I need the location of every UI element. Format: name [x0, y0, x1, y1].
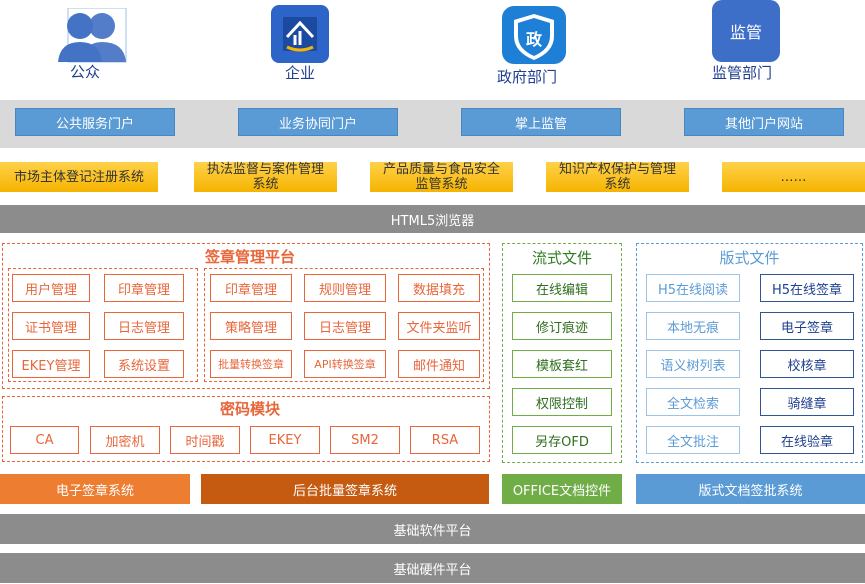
cell-email-notify[interactable]: 邮件通知	[398, 350, 480, 378]
government-shield-icon: 政	[500, 4, 568, 66]
sys-bar-layout-approval[interactable]: 版式文档签批系统	[636, 474, 865, 504]
flow-cell-template-red[interactable]: 模板套红	[512, 350, 612, 378]
layout-cell-local-traceless[interactable]: 本地无痕	[646, 312, 740, 340]
flow-cell-permission[interactable]: 权限控制	[512, 388, 612, 416]
cell-cert-management[interactable]: 证书管理	[12, 312, 90, 340]
layout-cell-h5-sign[interactable]: H5在线签章	[760, 274, 854, 302]
regulator-badge-text: 监管	[729, 23, 762, 42]
sys-bar-e-signature[interactable]: 电子签章系统	[0, 474, 190, 504]
crypto-cell-encryptor[interactable]: 加密机	[90, 426, 160, 454]
crypto-cell-sm2[interactable]: SM2	[330, 426, 400, 454]
cell-log-management-2[interactable]: 日志管理	[304, 312, 386, 340]
biz-system-more[interactable]: ……	[722, 162, 865, 192]
layout-cell-fulltext-search[interactable]: 全文检索	[646, 388, 740, 416]
sys-bar-batch-signature[interactable]: 后台批量签章系统	[201, 474, 489, 504]
cell-data-fill[interactable]: 数据填充	[398, 274, 480, 302]
cell-seal-management[interactable]: 印章管理	[104, 274, 184, 302]
signature-platform-title: 签章管理平台	[204, 247, 295, 266]
flow-cell-revision-trace[interactable]: 修订痕迹	[512, 312, 612, 340]
cell-rule-management[interactable]: 规则管理	[304, 274, 386, 302]
cell-policy-management[interactable]: 策略管理	[210, 312, 292, 340]
crypto-cell-rsa[interactable]: RSA	[410, 426, 480, 454]
signature-service-group	[204, 268, 484, 382]
base-hardware-bar: 基础硬件平台	[0, 553, 865, 583]
layout-cell-perforation-seal[interactable]: 骑缝章	[760, 388, 854, 416]
flow-cell-save-ofd[interactable]: 另存OFD	[512, 426, 612, 454]
layout-cell-e-sign[interactable]: 电子签章	[760, 312, 854, 340]
crypto-cell-ca[interactable]: CA	[10, 426, 79, 454]
biz-system-product-quality[interactable]: 产品质量与食品安全监管系统	[370, 162, 513, 192]
cell-log-management[interactable]: 日志管理	[104, 312, 184, 340]
cell-user-management[interactable]: 用户管理	[12, 274, 90, 302]
role-label-public: 公众	[70, 63, 101, 81]
cell-folder-watch[interactable]: 文件夹监听	[398, 312, 480, 340]
signature-admin-group	[8, 268, 198, 382]
flow-docs-title: 流式文件	[531, 248, 592, 267]
role-label-regulator: 监管部门	[712, 64, 773, 82]
flow-cell-online-edit[interactable]: 在线编辑	[512, 274, 612, 302]
role-label-government: 政府部门	[497, 68, 558, 86]
people-icon	[54, 7, 130, 64]
cell-ekey-management[interactable]: EKEY管理	[12, 350, 90, 378]
regulator-icon: 监管	[712, 0, 780, 62]
portal-mobile-supervision[interactable]: 掌上监管	[461, 108, 621, 136]
layout-cell-semantic-tree[interactable]: 语义树列表	[646, 350, 740, 378]
crypto-module-title: 密码模块	[219, 399, 280, 418]
layout-cell-online-verify[interactable]: 在线验章	[760, 426, 854, 454]
sys-bar-office-control[interactable]: OFFICE文档控件	[502, 474, 622, 504]
enterprise-logo-icon	[271, 5, 329, 63]
html5-browser-bar: HTML5浏览器	[0, 205, 865, 233]
portal-business-collab[interactable]: 业务协同门户	[238, 108, 398, 136]
cell-api-convert-sign[interactable]: API转换签章	[304, 350, 386, 378]
role-label-enterprise: 企业	[285, 64, 316, 82]
layout-docs-panel	[636, 243, 863, 463]
flow-docs-panel	[502, 243, 622, 463]
cell-seal-management-2[interactable]: 印章管理	[210, 274, 292, 302]
crypto-module-panel	[2, 396, 490, 462]
biz-system-ip-protection[interactable]: 知识产权保护与管理系统	[546, 162, 689, 192]
signature-platform-panel	[2, 243, 490, 389]
layout-cell-h5-read[interactable]: H5在线阅读	[646, 274, 740, 302]
biz-system-registration[interactable]: 市场主体登记注册系统	[0, 162, 158, 192]
cell-batch-convert-sign[interactable]: 批量转换签章	[210, 350, 292, 378]
layout-docs-title: 版式文件	[719, 248, 780, 267]
crypto-cell-timestamp[interactable]: 时间戳	[170, 426, 240, 454]
layout-cell-fulltext-annotate[interactable]: 全文批注	[646, 426, 740, 454]
government-badge-text: 政	[525, 30, 542, 49]
portal-other-sites[interactable]: 其他门户网站	[684, 108, 844, 136]
layout-cell-check-seal[interactable]: 校核章	[760, 350, 854, 378]
cell-system-settings[interactable]: 系统设置	[104, 350, 184, 378]
biz-system-law-enforcement[interactable]: 执法监督与案件管理系统	[194, 162, 337, 192]
portal-public-service[interactable]: 公共服务门户	[15, 108, 175, 136]
base-software-bar: 基础软件平台	[0, 514, 865, 544]
crypto-cell-ekey[interactable]: EKEY	[250, 426, 320, 454]
